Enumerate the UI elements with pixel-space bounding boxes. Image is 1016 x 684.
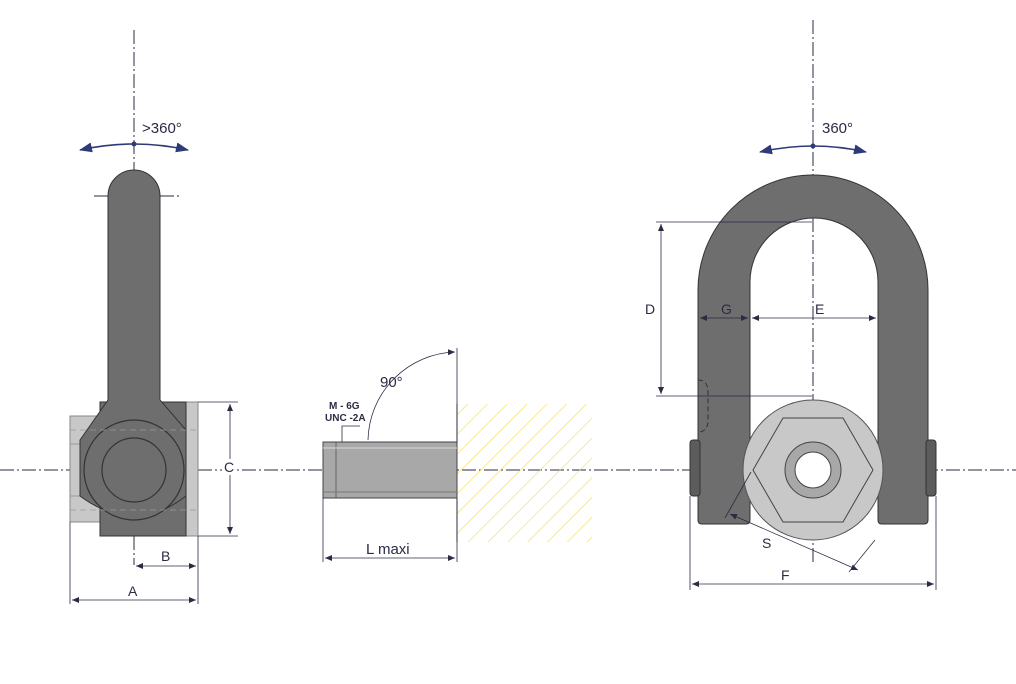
dim-label-s: S [762, 535, 771, 551]
length-label: L maxi [366, 541, 410, 558]
thread-metric-label: M - 6G [329, 401, 360, 412]
hatched-mounting-surface [457, 404, 592, 542]
dim-label-c: C [224, 459, 234, 475]
dim-label-d: D [645, 301, 655, 317]
thread-dimensions [322, 348, 458, 562]
dim-label-e: E [815, 301, 824, 317]
side-view [69, 169, 199, 537]
dim-label-b: B [161, 548, 170, 564]
angle-label: 90° [380, 374, 403, 391]
right-pin-cap [925, 439, 937, 497]
dim-label-g: G [721, 301, 732, 317]
side-ring-inner [101, 437, 167, 503]
side-ring-hub [83, 419, 185, 521]
left-pin-cap [689, 439, 701, 497]
right-rotation-label: 360° [822, 120, 853, 137]
left-rotation-label: >360° [142, 120, 182, 137]
thread-unc-label: UNC -2A [325, 413, 366, 424]
front-view [689, 174, 937, 541]
thread-view [322, 404, 592, 542]
front-bolt-hole [794, 451, 832, 489]
threaded-shank [322, 441, 458, 499]
dim-label-a: A [128, 583, 138, 599]
dim-label-f: F [781, 567, 790, 583]
front-view-dimensions [656, 221, 937, 590]
